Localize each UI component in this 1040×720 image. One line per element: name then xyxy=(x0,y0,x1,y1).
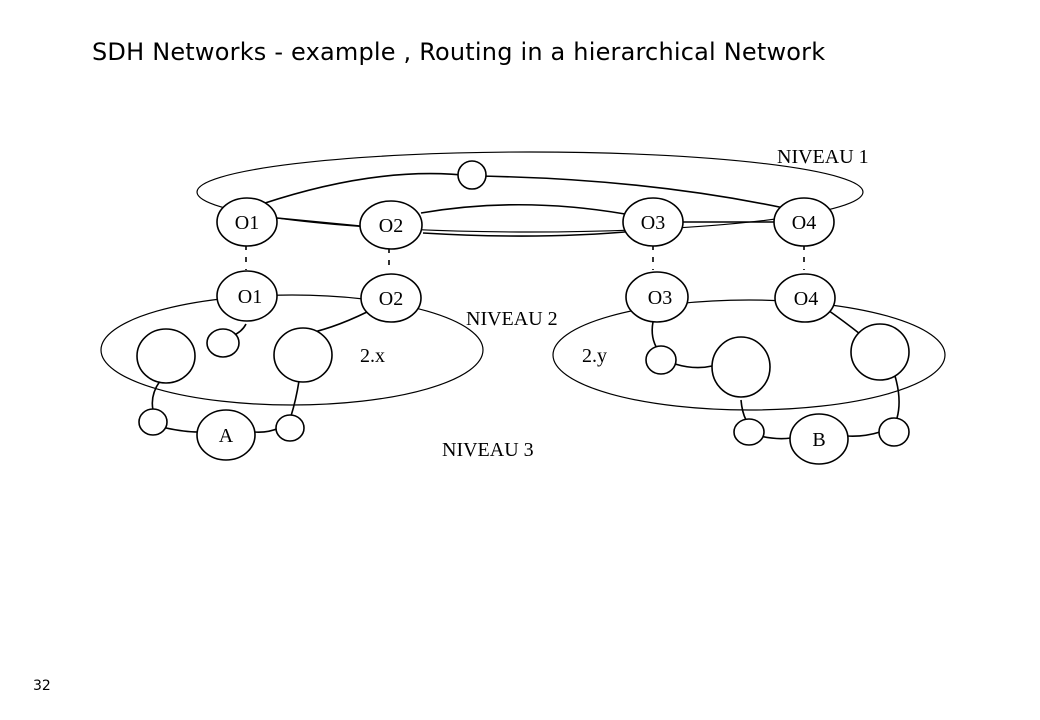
level3-label: NIVEAU 3 xyxy=(442,439,534,461)
unlabeled-node-small xyxy=(645,345,677,375)
subnet-2y-ring xyxy=(552,299,946,411)
level2-label: NIVEAU 2 xyxy=(466,308,558,330)
level1-o3-label: O3 xyxy=(641,212,665,234)
unlabeled-node-small xyxy=(878,417,910,447)
level1-link-o2-o3 xyxy=(420,203,626,215)
link-small-b xyxy=(759,435,792,440)
level1-o1-label: O1 xyxy=(235,212,259,234)
level2-o2-label: O2 xyxy=(379,288,403,310)
level2-o3-label: O3 xyxy=(648,287,672,309)
level2-o4-label: O4 xyxy=(794,288,818,310)
level2-o1-label: O1 xyxy=(238,286,262,308)
page-number: 32 xyxy=(33,678,51,694)
subnet-2x-label: 2.x xyxy=(360,345,385,367)
level1-o2-label: O2 xyxy=(379,215,403,237)
unlabeled-node xyxy=(711,336,771,398)
level1-link-o2-o3-b xyxy=(422,230,637,237)
level1-node-o1 xyxy=(216,197,278,247)
unlabeled-node xyxy=(273,327,333,383)
level1-node-o2 xyxy=(359,200,423,250)
link-small-node xyxy=(674,363,713,369)
link-node-small-right xyxy=(290,380,300,417)
level2-node-o2 xyxy=(360,273,422,323)
level1-label: NIVEAU 1 xyxy=(777,146,869,168)
subnet-2x-ring xyxy=(100,294,484,406)
unlabeled-node-small xyxy=(275,414,305,442)
level2-node-o3 xyxy=(625,271,689,323)
endpoint-b-label: B xyxy=(812,429,825,451)
level1-link-outer xyxy=(261,172,785,209)
link-small-a xyxy=(165,427,199,433)
endpoint-a xyxy=(196,409,256,461)
level2-node-o1 xyxy=(216,270,278,322)
level1-o4-label: O4 xyxy=(792,212,816,234)
unlabeled-node-small xyxy=(206,328,240,358)
link-node-small-right2 xyxy=(894,375,900,419)
link-b-small xyxy=(846,431,881,437)
level1-ring-node xyxy=(457,160,487,190)
level1-ring xyxy=(196,151,864,233)
level1-node-o4 xyxy=(773,197,835,247)
unlabeled-node xyxy=(850,323,910,381)
level1-node-o3 xyxy=(622,197,684,247)
endpoint-b xyxy=(789,413,849,465)
slide-title: SDH Networks - example , Routing in a hi… xyxy=(92,38,826,66)
level1-link-o1-o2 xyxy=(276,217,361,227)
link-node-small-left xyxy=(151,380,161,411)
unlabeled-node-small xyxy=(733,418,765,446)
subnet-2y-label: 2.y xyxy=(582,345,607,367)
unlabeled-node-small xyxy=(138,408,168,436)
unlabeled-node xyxy=(136,328,196,384)
endpoint-a-label: A xyxy=(219,425,234,447)
level2-node-o4 xyxy=(774,273,836,323)
